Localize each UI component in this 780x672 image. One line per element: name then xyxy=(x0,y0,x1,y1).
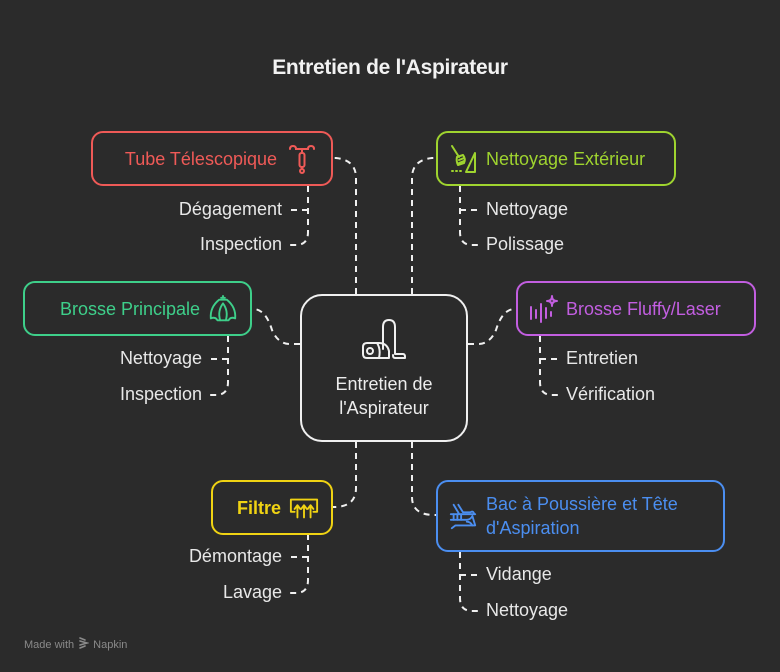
node-label: Tube Télescopique xyxy=(124,148,277,169)
node-bac-poussiere[interactable]: Bac à Poussière et Tête d'Aspiration xyxy=(436,480,725,552)
connector-center-exterieur xyxy=(411,157,436,294)
filter-icon xyxy=(289,493,319,523)
broom-icon xyxy=(448,144,478,174)
connector-center-filtre xyxy=(333,442,357,508)
child-nettoyage: Nettoyage xyxy=(486,199,569,219)
child-inspection: Inspection xyxy=(199,234,282,254)
vacuum-cleaner-icon xyxy=(359,317,409,366)
child-lavage: Lavage xyxy=(222,582,282,602)
node-brosse-principale[interactable]: Brosse Principale xyxy=(23,281,252,336)
napkin-brand-text: Napkin xyxy=(93,638,128,651)
connector-tube-children xyxy=(290,186,309,246)
node-tube-telescopique[interactable]: Tube Télescopique xyxy=(91,131,333,186)
made-with-text: Made with xyxy=(24,638,75,651)
node-label: Nettoyage Extérieur xyxy=(486,148,646,169)
child-demontage: Démontage xyxy=(188,546,282,566)
dust-bin-brush-icon xyxy=(448,501,478,531)
telescopic-tube-icon xyxy=(287,144,317,174)
diagram-title: Entretien de l'Aspirateur xyxy=(272,56,508,79)
center-node-label: Entretien de l'Aspirateur xyxy=(335,373,433,418)
node-label: Filtre xyxy=(236,497,281,518)
connector-fluffy-children xyxy=(539,336,558,396)
node-label: Brosse Principale xyxy=(59,298,200,319)
connector-brosse-children xyxy=(210,336,229,396)
child-vidange: Vidange xyxy=(486,564,552,584)
child-degagement: Dégagement xyxy=(178,199,282,219)
child-verification: Vérification xyxy=(566,384,656,404)
node-brosse-fluffy-laser[interactable]: Brosse Fluffy/Laser xyxy=(516,281,756,336)
connector-exterieur-children xyxy=(459,186,478,246)
node-label: Bac à Poussière et Tête d'Aspiration xyxy=(486,494,678,538)
connector-filtre-children xyxy=(290,534,309,594)
footer-credit: Made with Napkin xyxy=(24,637,127,652)
node-nettoyage-exterieur[interactable]: Nettoyage Extérieur xyxy=(436,131,676,186)
napkin-logo-icon xyxy=(78,637,91,652)
connector-bac-children xyxy=(459,552,478,612)
child-nettoyage: Nettoyage xyxy=(486,600,569,620)
child-nettoyage: Nettoyage xyxy=(119,348,202,368)
connector-center-tube xyxy=(333,157,357,294)
center-node[interactable]: Entretien de l'Aspirateur xyxy=(300,294,468,442)
child-inspection: Inspection xyxy=(119,384,202,404)
brush-head-icon xyxy=(208,294,238,324)
connector-center-bac xyxy=(411,442,436,516)
node-label: Brosse Fluffy/Laser xyxy=(566,298,721,319)
child-entretien: Entretien xyxy=(566,348,639,368)
node-filtre[interactable]: Filtre xyxy=(211,480,333,535)
child-polissage: Polissage xyxy=(486,234,565,254)
laser-sparkle-icon xyxy=(528,294,558,324)
connector-center-brosse xyxy=(252,308,300,345)
connector-center-fluffy xyxy=(468,308,516,345)
